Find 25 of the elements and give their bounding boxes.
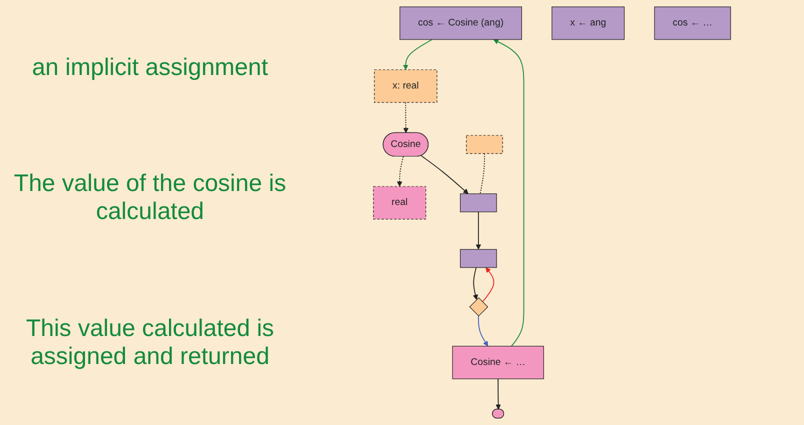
note-text: This value calculated is assigned and returned <box>24 314 276 371</box>
flowchart: cos ← Cosine (ang) x ← ang x: real Cosine real Cosine ← … cos ← … <box>300 2 804 423</box>
node-box <box>460 249 497 268</box>
arrow <box>482 267 494 302</box>
node-box <box>400 6 522 40</box>
node-box <box>654 6 731 40</box>
note-text: The value of the cosine is calculated <box>12 170 288 226</box>
node-box <box>374 69 438 103</box>
arrow <box>403 39 433 70</box>
note-text: an implicit assignment <box>30 54 270 82</box>
arrow <box>420 155 468 194</box>
arrow <box>493 39 524 347</box>
arrow <box>472 267 478 300</box>
node-box <box>373 186 426 220</box>
node-box <box>460 193 497 212</box>
arrow <box>496 378 501 410</box>
connector <box>480 153 485 194</box>
node-box <box>466 135 503 154</box>
arrow <box>403 102 409 134</box>
arrow <box>478 315 488 346</box>
arrow <box>476 211 482 250</box>
node-box <box>452 346 544 380</box>
arrow <box>396 156 404 187</box>
node-diamond <box>469 297 488 316</box>
node-box <box>552 6 625 40</box>
